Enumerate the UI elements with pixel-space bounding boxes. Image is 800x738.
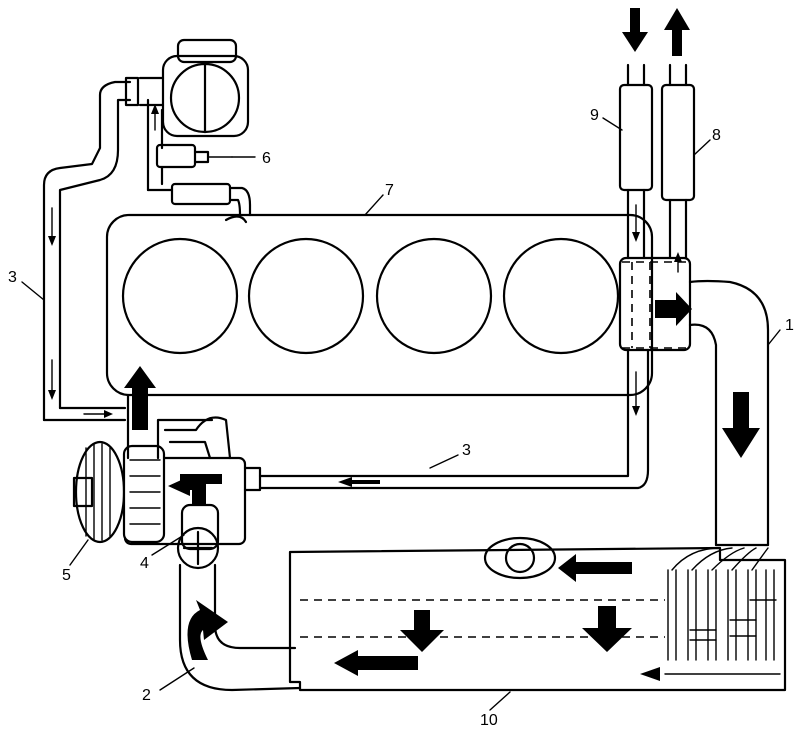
callout-8: 8 <box>712 127 721 144</box>
return-flow-arrow <box>338 477 380 487</box>
cylinder-3 <box>375 237 493 355</box>
upper-radiator-hose <box>688 279 770 547</box>
callout-3-mid: 3 <box>462 442 471 459</box>
callout-6: 6 <box>262 150 271 167</box>
cylinder-1 <box>121 237 239 355</box>
idle-air-valve <box>155 143 197 169</box>
hose-down-arrow <box>722 392 760 458</box>
radiator-outflow-arrow <box>334 650 418 676</box>
callout-10: 10 <box>480 712 498 729</box>
radiator-inflow-arrow <box>558 554 632 582</box>
pump-to-block-arrow <box>124 366 156 430</box>
callout-7: 7 <box>385 182 394 199</box>
heater-out-arrow <box>664 8 690 56</box>
throttle-body <box>138 38 252 224</box>
callout-4: 4 <box>140 555 149 572</box>
pump-outflow-arrow <box>168 476 200 496</box>
coolant-heater-tube <box>170 182 232 206</box>
radiator-core-tubes <box>640 547 781 681</box>
pump-pulley <box>72 440 166 544</box>
callout-labels: 1 2 3 3 4 5 6 7 9 8 10 <box>8 107 794 729</box>
radiator-down-arrow-right <box>582 606 632 652</box>
cylinder-2 <box>247 237 365 355</box>
heater-in-arrow <box>622 8 648 52</box>
water-pump-assembly <box>72 366 262 570</box>
lower-radiator-hose <box>178 563 302 692</box>
engine-block <box>105 213 692 397</box>
callout-1: 1 <box>785 317 794 334</box>
lower-hose-flow-arrow <box>187 600 228 660</box>
heater-pipe-inlet <box>618 83 654 192</box>
radiator-down-arrow-left <box>400 610 444 652</box>
heater-pipe-outlet <box>660 83 696 202</box>
callout-5: 5 <box>62 567 71 584</box>
radiator <box>288 536 787 692</box>
throttle-feed-hose <box>42 76 140 422</box>
callout-2: 2 <box>142 687 151 704</box>
callout-3-left: 3 <box>8 269 17 286</box>
heater-pipes <box>618 8 696 273</box>
radiator-cap <box>483 536 557 580</box>
heater-return-hose <box>258 348 650 490</box>
leader-lines <box>21 117 781 711</box>
callout-9: 9 <box>590 107 599 124</box>
cylinder-4 <box>502 237 620 355</box>
outlet-flow-arrow <box>655 292 692 326</box>
